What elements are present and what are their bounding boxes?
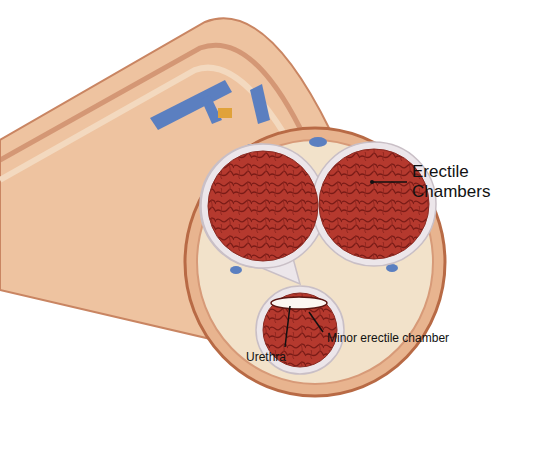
leader-line <box>285 306 290 347</box>
urethra-lumen <box>271 297 327 309</box>
skin-ring <box>185 128 445 396</box>
part-label: Erectile Chambers <box>412 162 524 203</box>
sheath <box>201 144 325 268</box>
sheath <box>312 142 436 266</box>
vessel <box>230 266 242 274</box>
leader-line <box>309 312 323 332</box>
erectile-chamber <box>208 151 318 261</box>
vessel <box>150 80 232 130</box>
part-label: Minor erectile chamber <box>327 331 449 345</box>
part-label: Urethra <box>246 350 286 364</box>
nerve <box>218 108 232 118</box>
vessel <box>250 84 270 124</box>
leader-line <box>372 181 407 183</box>
vessel <box>309 137 327 147</box>
leader-dot <box>370 180 374 184</box>
